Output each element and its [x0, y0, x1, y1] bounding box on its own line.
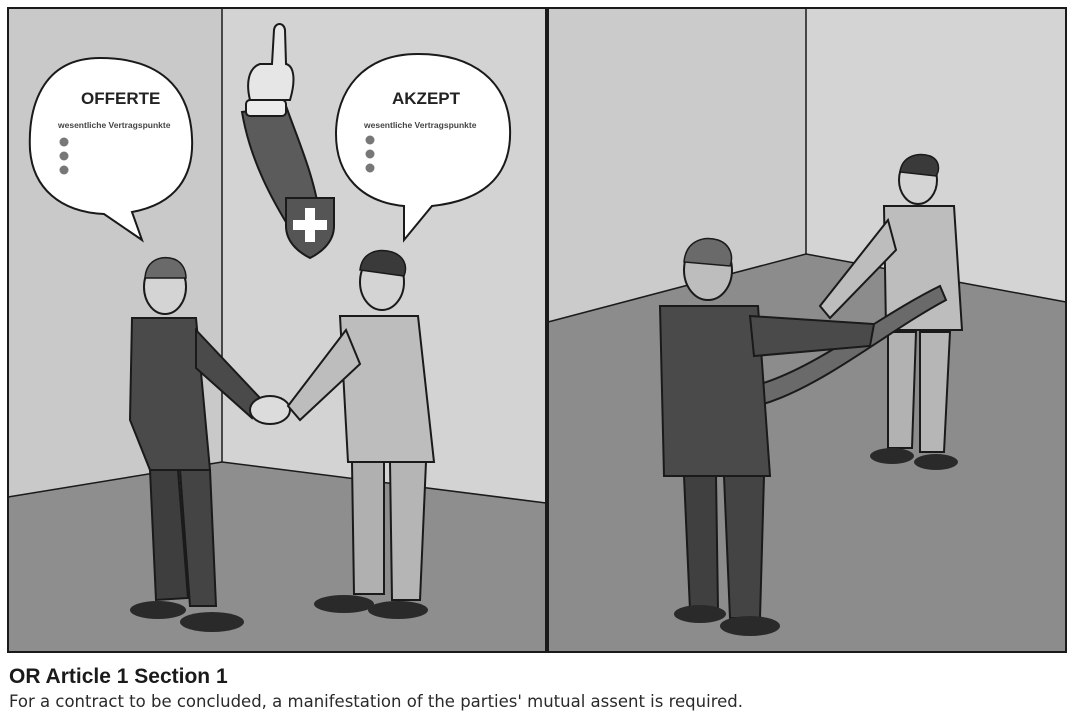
offer-title: OFFERTE	[81, 89, 160, 108]
right-panel	[547, 8, 1067, 652]
bullet-dot	[59, 151, 69, 161]
bullet-dot	[59, 137, 69, 147]
man-offering	[128, 256, 262, 632]
caption-title: OR Article 1 Section 1	[9, 665, 228, 688]
bullet-dot	[365, 149, 375, 159]
man-accepting	[286, 249, 436, 619]
bullet-dot	[365, 135, 375, 145]
man-near	[658, 237, 876, 636]
swiss-shield-icon	[285, 197, 335, 260]
accept-title: AKZEPT	[392, 89, 461, 108]
comic-illustration: OFFERTE wesentliche Vertragspunkte AKZEP…	[7, 7, 1067, 653]
right-panel-border	[547, 7, 1067, 653]
accept-speech-bubble: AKZEPT wesentliche Vertragspunkte	[334, 52, 512, 243]
left-panel-border	[7, 7, 547, 653]
caption: OR Article 1 Section 1 For a contract to…	[9, 665, 1069, 713]
accept-subtitle: wesentliche Vertragspunkte	[363, 120, 477, 130]
bullet-dot	[365, 163, 375, 173]
caption-text: For a contract to be concluded, a manife…	[9, 692, 743, 711]
man-far	[818, 153, 964, 470]
bullet-dot	[59, 165, 69, 175]
left-panel: OFFERTE wesentliche Vertragspunkte AKZEP…	[7, 8, 547, 652]
offer-speech-bubble: OFFERTE wesentliche Vertragspunkte	[28, 56, 194, 243]
offer-subtitle: wesentliche Vertragspunkte	[57, 120, 171, 130]
handshake	[249, 395, 291, 425]
